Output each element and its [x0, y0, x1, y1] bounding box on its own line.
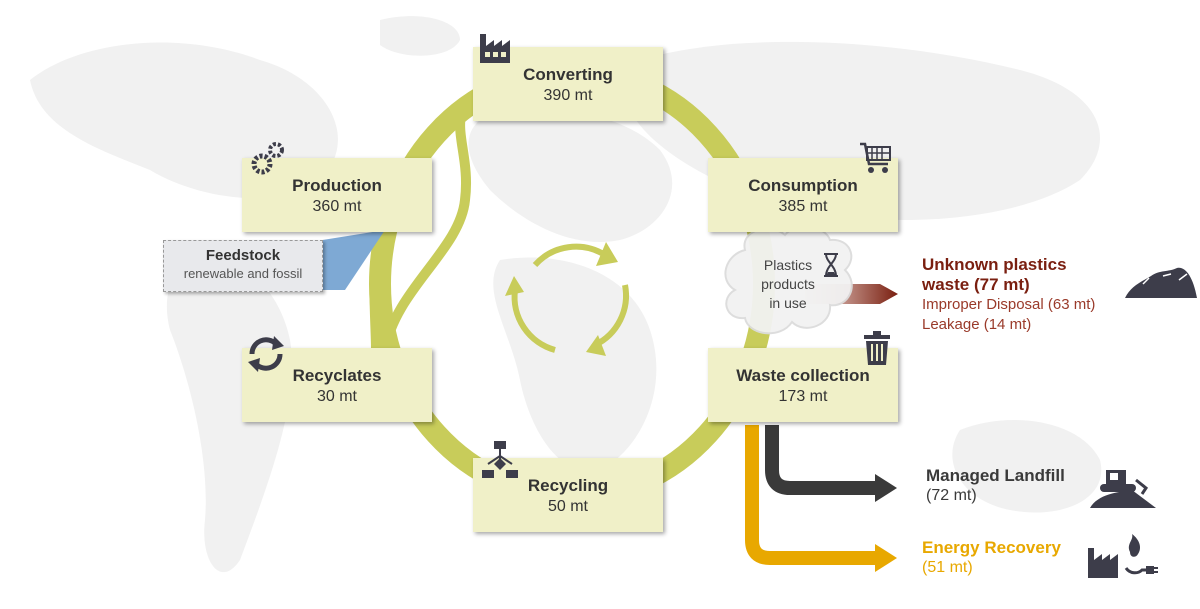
- unknown-title-2: waste (77 mt): [922, 275, 1030, 294]
- in-use-line-2: products: [761, 276, 815, 292]
- waste-collection-title: Waste collection: [736, 366, 870, 385]
- products-in-use-label: Plastics products in use: [748, 256, 828, 313]
- energy-recovery-label: Energy Recovery (51 mt): [922, 538, 1061, 578]
- consumption-value: 385 mt: [778, 198, 828, 215]
- hourglass-icon: [824, 253, 838, 277]
- recyclate-flow-to-converting: [380, 108, 471, 351]
- recycle-arrows-icon: [248, 336, 284, 372]
- energy-plant-icon: [1088, 534, 1158, 578]
- improper-disposal-text: Improper Disposal (63 mt): [922, 296, 1096, 313]
- recycling-value: 50 mt: [547, 498, 588, 515]
- leakage-text: Leakage (14 mt): [922, 316, 1032, 333]
- recyclate-flow-to-production: [369, 229, 382, 351]
- converting-title: Converting: [523, 65, 613, 84]
- energy-title: Energy Recovery: [922, 538, 1061, 557]
- recyclates-value: 30 mt: [316, 388, 357, 405]
- landfill-flow: [765, 425, 875, 495]
- feedstock-title: Feedstock: [205, 247, 281, 264]
- landfill-label: Managed Landfill (72 mt): [926, 466, 1065, 506]
- production-value: 360 mt: [312, 198, 362, 215]
- feedstock-flow: [310, 230, 385, 290]
- consumption-box: Consumption 385 mt: [708, 158, 898, 232]
- shopping-cart-icon: [860, 142, 891, 173]
- waste-pile-icon: [1125, 267, 1197, 298]
- feedstock-subtitle: renewable and fossil: [183, 266, 303, 281]
- recyclates-box: Recyclates 30 mt: [242, 348, 432, 422]
- unknown-waste-label: Unknown plastics waste (77 mt) Improper …: [922, 255, 1095, 335]
- landfill-title: Managed Landfill: [926, 466, 1065, 485]
- waste-collection-box: Waste collection 173 mt: [708, 348, 898, 422]
- recycling-title: Recycling: [527, 476, 609, 495]
- energy-recovery-flow: [745, 425, 875, 565]
- recycling-box: Recycling 50 mt: [473, 458, 663, 532]
- waste-collection-value: 173 mt: [778, 388, 828, 405]
- production-box: Production 360 mt: [242, 158, 432, 232]
- recyclates-title: Recyclates: [292, 366, 382, 385]
- unknown-title-1: Unknown plastics: [922, 255, 1067, 274]
- landfill-value: (72 mt): [926, 487, 977, 504]
- recycle-arrows-icon: [511, 243, 629, 353]
- bulldozer-icon: [1090, 470, 1156, 508]
- flowchart-icon: [482, 441, 518, 478]
- feedstock-box: Feedstock renewable and fossil: [163, 240, 323, 292]
- consumption-title: Consumption: [748, 176, 858, 195]
- converting-value: 390 mt: [543, 87, 593, 104]
- energy-value: (51 mt): [922, 559, 973, 576]
- gears-icon: [251, 142, 284, 175]
- in-use-line-1: Plastics: [763, 257, 813, 273]
- production-title: Production: [292, 176, 382, 195]
- factory-icon: [480, 34, 510, 63]
- trash-icon: [864, 331, 890, 365]
- in-use-line-3: in use: [769, 295, 807, 311]
